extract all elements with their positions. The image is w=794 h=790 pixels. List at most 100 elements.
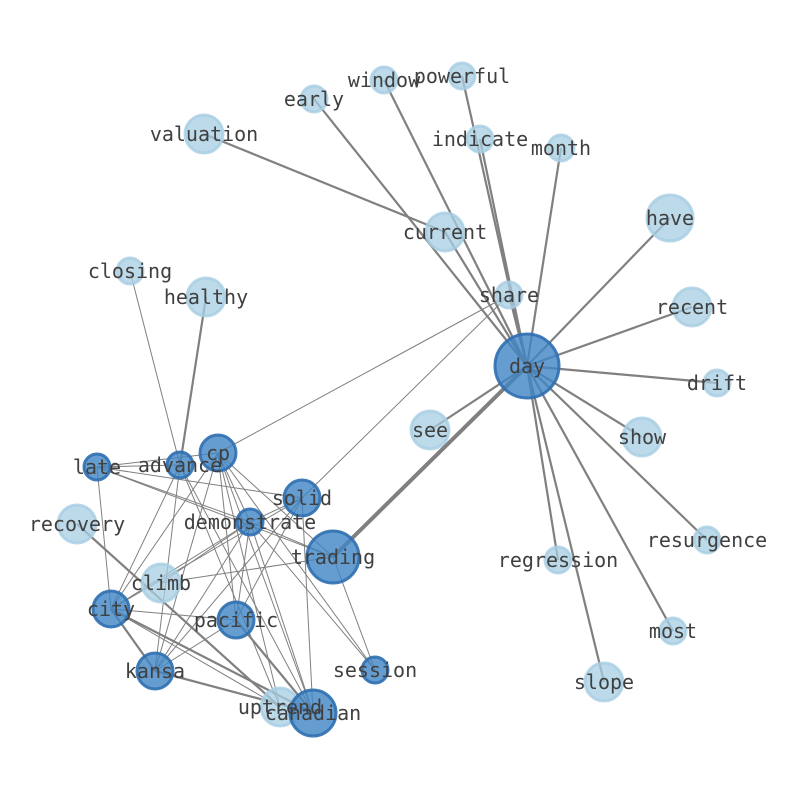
node-show bbox=[621, 416, 663, 458]
node-label-trading: trading bbox=[291, 545, 375, 569]
node-label-powerful: powerful bbox=[414, 64, 510, 88]
node-label-month: month bbox=[531, 136, 591, 160]
edge-demonstrate-canadian bbox=[249, 521, 314, 714]
node-month bbox=[546, 133, 576, 163]
node-label-solid: solid bbox=[272, 486, 332, 510]
node-label-early: early bbox=[284, 87, 344, 111]
node-recent bbox=[671, 286, 713, 328]
node-climb bbox=[140, 562, 182, 604]
node-advance bbox=[165, 450, 195, 480]
node-label-session: session bbox=[333, 658, 417, 682]
node-demonstrate bbox=[235, 507, 265, 537]
node-trading bbox=[305, 529, 361, 585]
node-have bbox=[645, 193, 695, 243]
node-city bbox=[91, 589, 131, 629]
node-pacific bbox=[216, 600, 256, 640]
node-label-recovery: recovery bbox=[29, 512, 125, 536]
node-label-current: current bbox=[403, 220, 487, 244]
edge-share-cp bbox=[217, 294, 510, 454]
edge-layer bbox=[76, 75, 718, 715]
edge-late-trading bbox=[96, 466, 334, 558]
edge-day-have bbox=[526, 217, 671, 367]
edge-advance-city bbox=[110, 464, 181, 610]
node-label-most: most bbox=[649, 619, 697, 643]
edge-day-month bbox=[525, 147, 563, 367]
node-current bbox=[424, 211, 466, 253]
node-recovery bbox=[56, 503, 98, 545]
node-label-climb: climb bbox=[131, 571, 191, 595]
edge-day-indicate bbox=[478, 138, 529, 367]
node-late bbox=[82, 452, 112, 482]
node-solid bbox=[282, 478, 322, 518]
node-healthy bbox=[185, 276, 227, 318]
edge-recovery-uptrend bbox=[76, 523, 281, 708]
node-share bbox=[494, 280, 524, 310]
node-closing bbox=[115, 256, 145, 286]
edge-demonstrate-city bbox=[110, 521, 251, 610]
node-regression bbox=[543, 545, 573, 575]
node-window bbox=[369, 65, 399, 95]
node-label-regression: regression bbox=[498, 548, 618, 572]
edge-advance-closing bbox=[129, 270, 181, 466]
node-label-day: day bbox=[509, 354, 545, 378]
node-label-advance: advance bbox=[138, 453, 222, 477]
edge-solid-kansa bbox=[154, 497, 303, 672]
edge-late-demonstrate bbox=[96, 466, 251, 523]
edge-cp-late bbox=[96, 452, 219, 468]
node-label-late: late bbox=[73, 455, 121, 479]
node-label-pacific: pacific bbox=[194, 608, 278, 632]
node-label-valuation: valuation bbox=[150, 122, 258, 146]
node-resurgence bbox=[692, 525, 722, 555]
node-label-canadian: canadian bbox=[265, 701, 361, 725]
node-label-closing: closing bbox=[88, 259, 172, 283]
node-label-show: show bbox=[618, 425, 667, 449]
node-label-demonstrate: demonstrate bbox=[184, 510, 316, 534]
node-label-uptrend: uptrend bbox=[238, 695, 322, 719]
edge-advance-healthy bbox=[178, 296, 208, 466]
node-powerful bbox=[447, 61, 477, 91]
edge-late-solid bbox=[96, 466, 303, 499]
node-label-city: city bbox=[87, 597, 135, 621]
node-label-kansa: kansa bbox=[125, 659, 185, 683]
node-cp bbox=[198, 433, 238, 473]
node-valuation bbox=[183, 113, 225, 155]
edge-current-valuation bbox=[203, 132, 446, 234]
node-label-recent: recent bbox=[656, 295, 728, 319]
node-label-indicate: indicate bbox=[432, 127, 528, 151]
edge-day-most bbox=[526, 365, 674, 632]
edge-day-early bbox=[313, 98, 528, 367]
edge-advance-uptrend bbox=[179, 464, 281, 708]
edge-day-resurgence bbox=[526, 365, 708, 541]
edge-city-uptrend bbox=[110, 608, 281, 708]
edge-trading-climb bbox=[160, 556, 334, 584]
edge-cp-uptrend bbox=[217, 452, 281, 708]
node-label-cp: cp bbox=[206, 441, 230, 465]
edge-late-city bbox=[96, 466, 112, 610]
node-see bbox=[409, 409, 451, 451]
node-indicate bbox=[465, 124, 495, 154]
edge-solid-canadian bbox=[301, 497, 314, 714]
node-day bbox=[493, 332, 561, 400]
node-label-healthy: healthy bbox=[164, 285, 248, 309]
edge-demonstrate-session bbox=[249, 521, 376, 671]
edge-day-trading bbox=[331, 364, 529, 559]
node-kansa bbox=[135, 651, 175, 691]
node-drift bbox=[702, 368, 732, 398]
node-most bbox=[658, 616, 688, 646]
node-early bbox=[299, 84, 329, 114]
node-session bbox=[360, 655, 390, 685]
edge-demonstrate-kansa bbox=[154, 521, 251, 672]
edge-share-solid bbox=[301, 294, 510, 499]
edge-cp-city bbox=[110, 452, 219, 610]
edge-cp-canadian bbox=[217, 452, 314, 714]
edge-city-pacific bbox=[110, 608, 237, 621]
node-label-share: share bbox=[479, 283, 539, 307]
node-label-slope: slope bbox=[574, 670, 634, 694]
node-label-window: window bbox=[348, 68, 421, 92]
node-label-have: have bbox=[646, 206, 694, 230]
edge-day-slope bbox=[525, 365, 606, 683]
node-slope bbox=[583, 661, 625, 703]
node-canadian bbox=[288, 688, 338, 738]
node-label-see: see bbox=[412, 418, 448, 442]
